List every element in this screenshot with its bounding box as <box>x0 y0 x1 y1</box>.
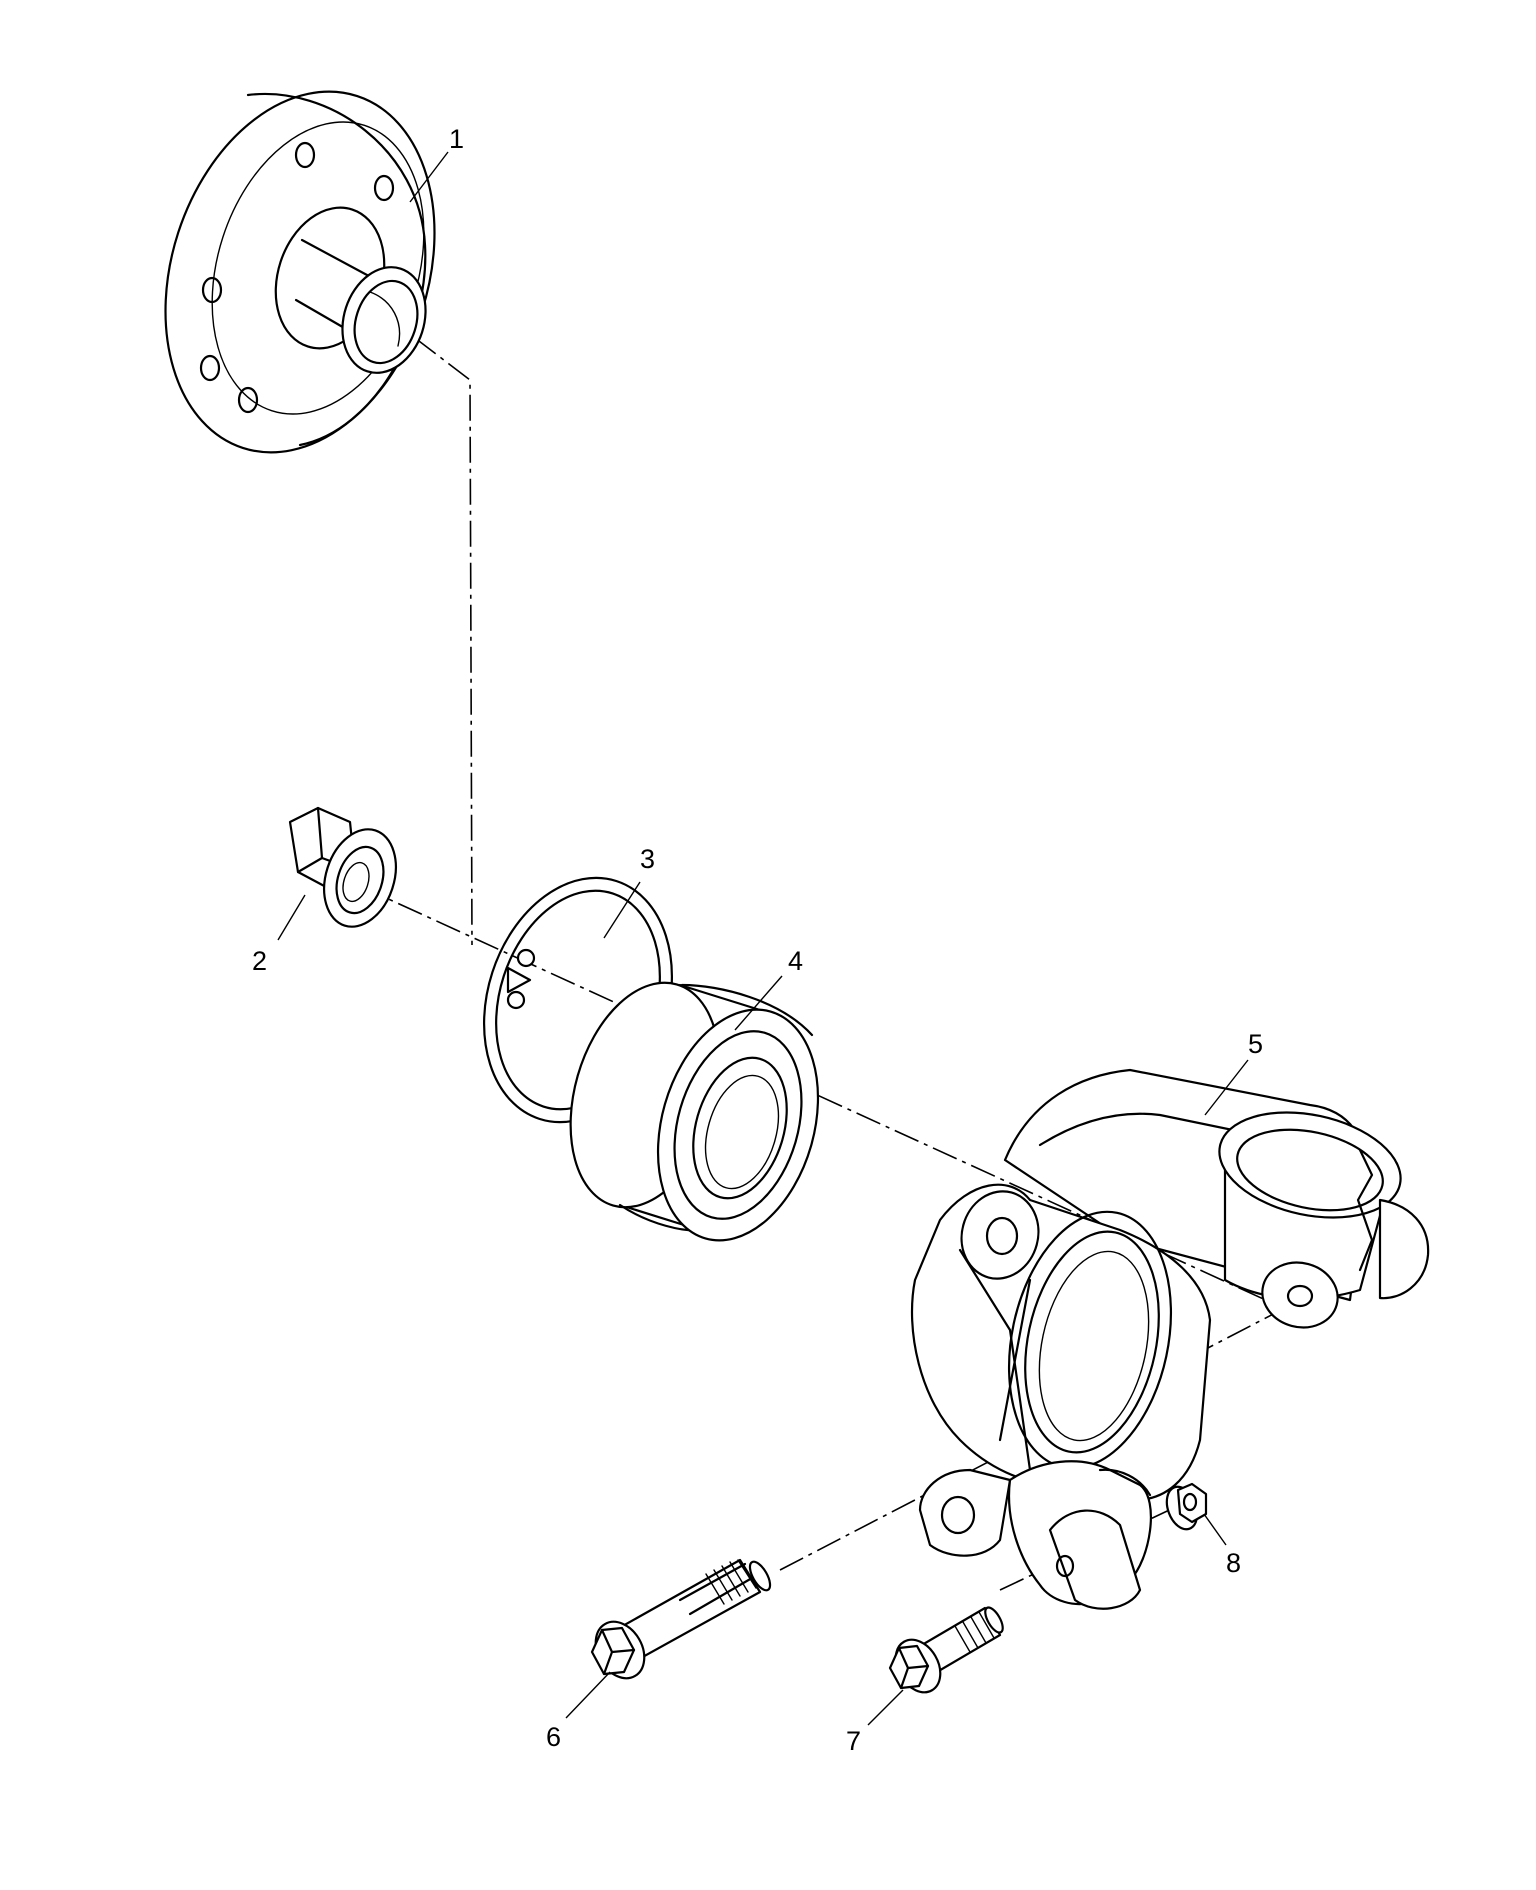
callout-4: 4 <box>788 946 803 976</box>
callout-8: 8 <box>1226 1548 1241 1578</box>
callout-labels: 1 2 3 4 5 6 7 8 <box>252 124 1263 1756</box>
part-5-steering-knuckle[interactable] <box>910 1068 1430 1610</box>
callout-leader-lines <box>277 151 1249 1726</box>
callout-1: 1 <box>449 124 464 154</box>
part-2-hub-nut[interactable] <box>288 806 408 936</box>
part-4-wheel-bearing[interactable] <box>546 965 844 1259</box>
part-1-wheel-hub[interactable] <box>121 57 479 488</box>
part-6-long-bolt[interactable] <box>586 1558 774 1687</box>
callout-6: 6 <box>546 1722 561 1752</box>
callout-5: 5 <box>1248 1029 1263 1059</box>
part-7-short-bolt[interactable] <box>887 1605 1007 1700</box>
callout-7: 7 <box>846 1726 861 1756</box>
callout-2: 2 <box>252 946 267 976</box>
callout-3: 3 <box>640 844 655 874</box>
part-8-nut[interactable] <box>1161 1482 1208 1534</box>
